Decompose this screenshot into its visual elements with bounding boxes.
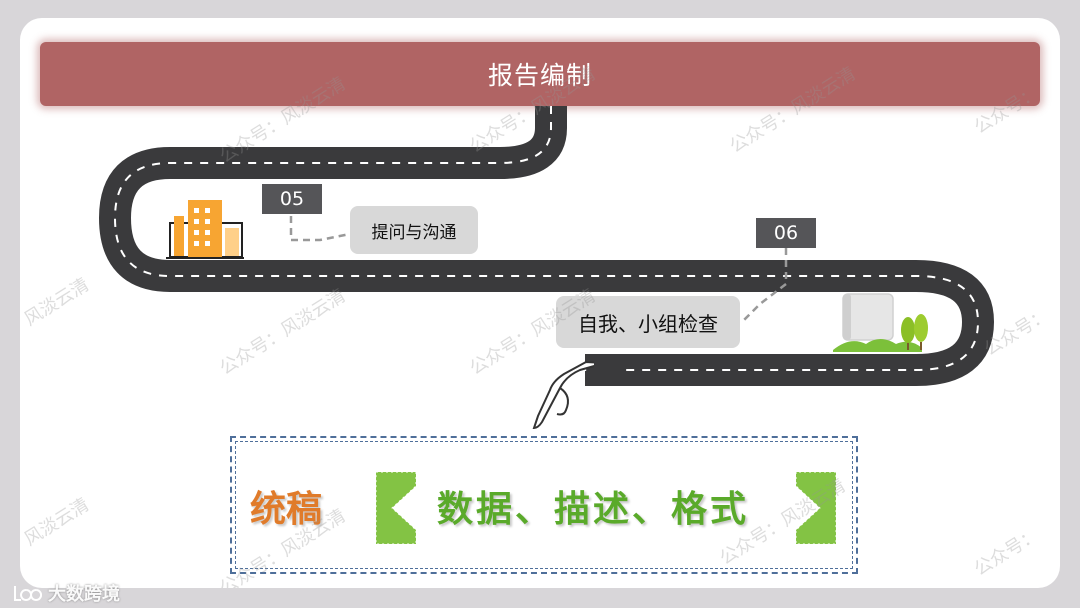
road-center-line (113, 106, 980, 371)
pointing-hand-icon (532, 356, 622, 430)
brand-logo: 大数跨境 (12, 580, 120, 606)
brand-logo-icon (14, 586, 42, 601)
step-06-connector (741, 248, 788, 323)
slide: 报告编制 (20, 18, 1060, 588)
brand-logo-text: 大数跨境 (48, 584, 120, 605)
step-05-label: 提问与沟通 (350, 206, 478, 254)
tree-icon (901, 314, 928, 350)
building-icon (166, 200, 244, 259)
summary-box: 统稿 数据、描述、格式 (230, 436, 858, 574)
step-05-connector (289, 216, 351, 242)
box-icon (842, 293, 894, 341)
page-title: 报告编制 (487, 61, 592, 90)
road-diagram (99, 106, 994, 430)
summary-content: 数据、描述、格式 (437, 488, 750, 530)
step-06-number: 06 (756, 218, 816, 248)
step-05-number: 05 (262, 184, 322, 214)
step-06-label: 自我、小组检查 (556, 296, 740, 348)
left-bracket-icon (375, 471, 417, 545)
grass (833, 339, 922, 352)
title-banner: 报告编制 (40, 42, 1040, 106)
